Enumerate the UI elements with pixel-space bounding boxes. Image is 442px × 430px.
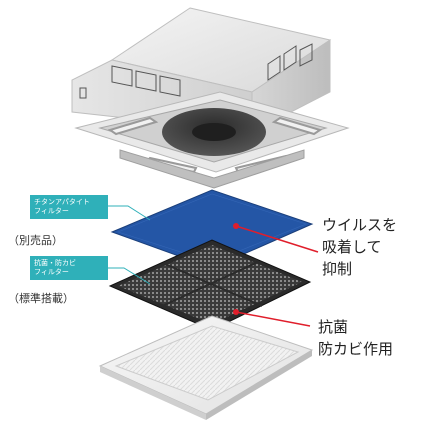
red-pointer-virus-dot	[233, 223, 239, 229]
antibacterial-callout-line1: 抗菌	[318, 318, 349, 336]
titanium-filter-tag-line2: フィルター	[34, 207, 69, 215]
virus-callout-line3: 抑制	[322, 260, 353, 278]
intake-grille-panel	[98, 315, 314, 420]
antibacterial-filter-tag: 抗菌・防カビ フィルター	[30, 256, 108, 280]
ac-left-vents	[79, 65, 181, 99]
ac-unit	[71, 7, 350, 189]
red-pointers	[233, 223, 319, 327]
virus-callout: ウイルスを 吸着して 抑制	[322, 214, 397, 280]
titanium-filter-note: （別売品）	[8, 234, 63, 247]
red-pointer-virus-line	[235, 225, 319, 253]
titanium-filter-tag-line1: チタンアパタイト	[34, 198, 90, 206]
antibacterial-callout-line2: 防カビ作用	[318, 340, 394, 358]
antibacterial-filter	[108, 239, 312, 331]
red-pointer-antibac-line	[235, 311, 311, 327]
antibacterial-filter-tag-line2: フィルター	[34, 268, 69, 276]
antibacterial-filter-tag-line1: 抗菌・防カビ	[34, 259, 76, 267]
red-pointer-antibac-dot	[233, 309, 239, 315]
ac-right-vents	[267, 43, 313, 81]
virus-callout-line2: 吸着して	[322, 238, 382, 256]
ac-fan-hub	[192, 123, 236, 141]
ac-panel-bottom	[119, 149, 305, 189]
tag-leader-lines	[108, 205, 151, 285]
titanium-filter-tag: チタンアパタイト フィルター	[30, 195, 108, 219]
antibacterial-filter-note: （標準搭載）	[8, 292, 74, 305]
virus-callout-line1: ウイルスを	[322, 216, 398, 234]
titanium-apatite-filter-texture	[117, 193, 307, 263]
antibacterial-callout: 抗菌 防カビ作用	[318, 316, 393, 360]
